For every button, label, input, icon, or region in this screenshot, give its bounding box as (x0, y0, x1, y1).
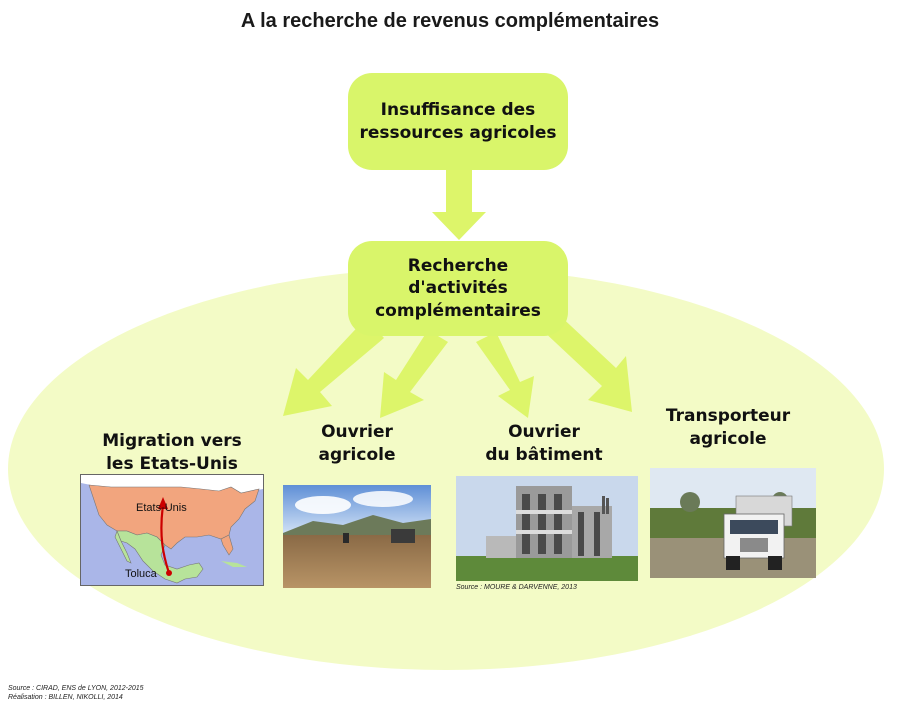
category-line: les Etats-Unis (106, 453, 238, 474)
map-canada (81, 475, 263, 493)
arrow-to-ouvrier-batiment (476, 332, 534, 418)
map-baja (114, 530, 132, 564)
arrow-down (432, 168, 486, 240)
toluca-dot (166, 570, 172, 576)
photo-bat-svg (456, 476, 638, 581)
photo-source-credit: Source : MOURE & DARVENNE, 2013 (456, 584, 577, 591)
category-line: agricole (689, 428, 767, 449)
arrow-to-ouvrier-agricole (380, 330, 448, 418)
category-line: Transporteur (665, 406, 791, 426)
category-line: du bâtiment (485, 444, 603, 465)
map-label-toluca: Toluca (125, 568, 158, 580)
box-line: complémentaires (375, 300, 541, 321)
category-line: agricole (318, 444, 396, 465)
category-line: Ouvrier (321, 422, 393, 442)
box-search-activities: Recherche d'activités complémentaires (348, 241, 568, 336)
photo-ouvrier-agricole (283, 485, 431, 588)
category-transporteur: Transporteur agricole (648, 405, 808, 451)
photo-ouvrier-batiment (456, 476, 638, 581)
category-migration: Migration vers les Etats-Unis (72, 430, 272, 476)
arrow-to-transporteur (540, 312, 632, 412)
map-label-etats-unis: Etats-Unis (136, 502, 187, 514)
box-line: Insuffisance des (380, 100, 536, 121)
map-svg: Etats-Unis Toluca (81, 475, 263, 585)
arrow-to-migration (283, 318, 384, 416)
category-line: Ouvrier (508, 422, 580, 442)
box-line: d'activités (408, 278, 508, 299)
map-florida (220, 534, 234, 556)
map-cuba (221, 561, 247, 567)
photo-agri-svg (283, 485, 431, 588)
migration-map: Etats-Unis Toluca (80, 474, 264, 586)
footer-source: Source : CIRAD, ENS de LYON, 2012-2015 (8, 685, 144, 692)
box-line: ressources agricoles (359, 122, 557, 143)
page-title: A la recherche de revenus complémentaire… (240, 10, 660, 32)
category-line: Migration vers (102, 431, 242, 451)
migration-arrow (160, 504, 171, 574)
migration-arrowhead (158, 497, 168, 509)
photo-transport-svg (650, 468, 816, 578)
photo-transporteur (650, 468, 816, 578)
box-insufficient-resources: Insuffisance des ressources agricoles (348, 73, 568, 170)
category-ouvrier-agricole: Ouvrier agricole (287, 421, 427, 467)
box-line: Recherche (407, 256, 509, 277)
category-ouvrier-batiment: Ouvrier du bâtiment (464, 421, 624, 467)
map-mexico (116, 530, 204, 584)
footer-realisation: Réalisation : BILLEN, NIKOLLI, 2014 (8, 694, 123, 701)
